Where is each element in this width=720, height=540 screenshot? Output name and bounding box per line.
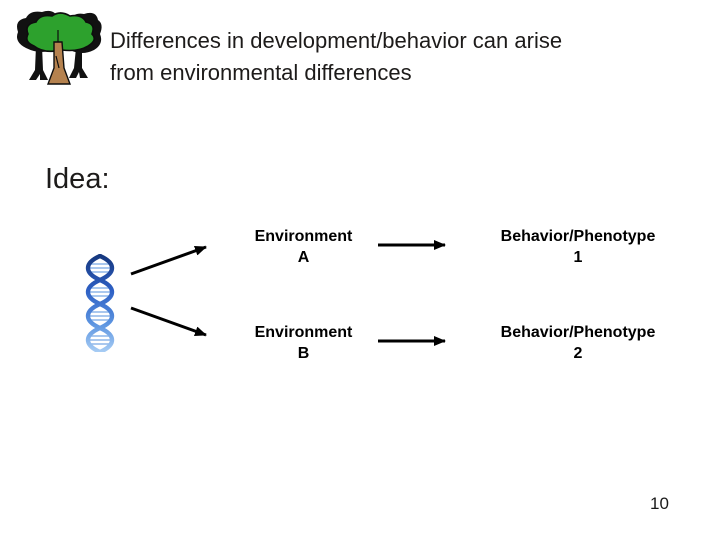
environment-b-line2: B xyxy=(297,345,310,362)
title-line-1: Differences in development/behavior can … xyxy=(110,28,563,53)
behavior-1-line1: Behavior/Phenotype xyxy=(500,228,656,245)
page-number: 10 xyxy=(650,494,669,513)
tree-trunk-left xyxy=(29,46,48,80)
environment-a-line2: A xyxy=(297,249,310,266)
branch-arrow-bottom xyxy=(130,306,207,337)
trees-logo xyxy=(17,10,102,85)
tree-canopy-green xyxy=(26,12,96,53)
idea-label: Idea: xyxy=(45,163,110,195)
tree-trunk-brown xyxy=(46,41,72,85)
behavior-1-line2: 1 xyxy=(573,249,583,266)
tree-trunk-right xyxy=(69,48,88,78)
environment-b-line1: Environment xyxy=(254,324,353,341)
environment-a-line1: Environment xyxy=(254,228,353,245)
environment-b-label: Environment B xyxy=(237,322,370,364)
behavior-2-line1: Behavior/Phenotype xyxy=(500,324,656,341)
behavior-2-line2: 2 xyxy=(573,345,583,362)
tree-branch-line xyxy=(55,30,60,69)
environment-a-label: Environment A xyxy=(237,226,370,268)
dna-strands xyxy=(85,254,115,352)
branch-arrow-top xyxy=(130,245,207,276)
behavior-phenotype-2-label: Behavior/Phenotype 2 xyxy=(490,322,666,364)
dna-rungs xyxy=(88,263,112,345)
page-title: Differences in development/behavior can … xyxy=(110,25,670,89)
behavior-phenotype-1-label: Behavior/Phenotype 1 xyxy=(490,226,666,268)
dna-helix-icon xyxy=(85,254,115,352)
title-line-2: from environmental differences xyxy=(110,60,412,85)
